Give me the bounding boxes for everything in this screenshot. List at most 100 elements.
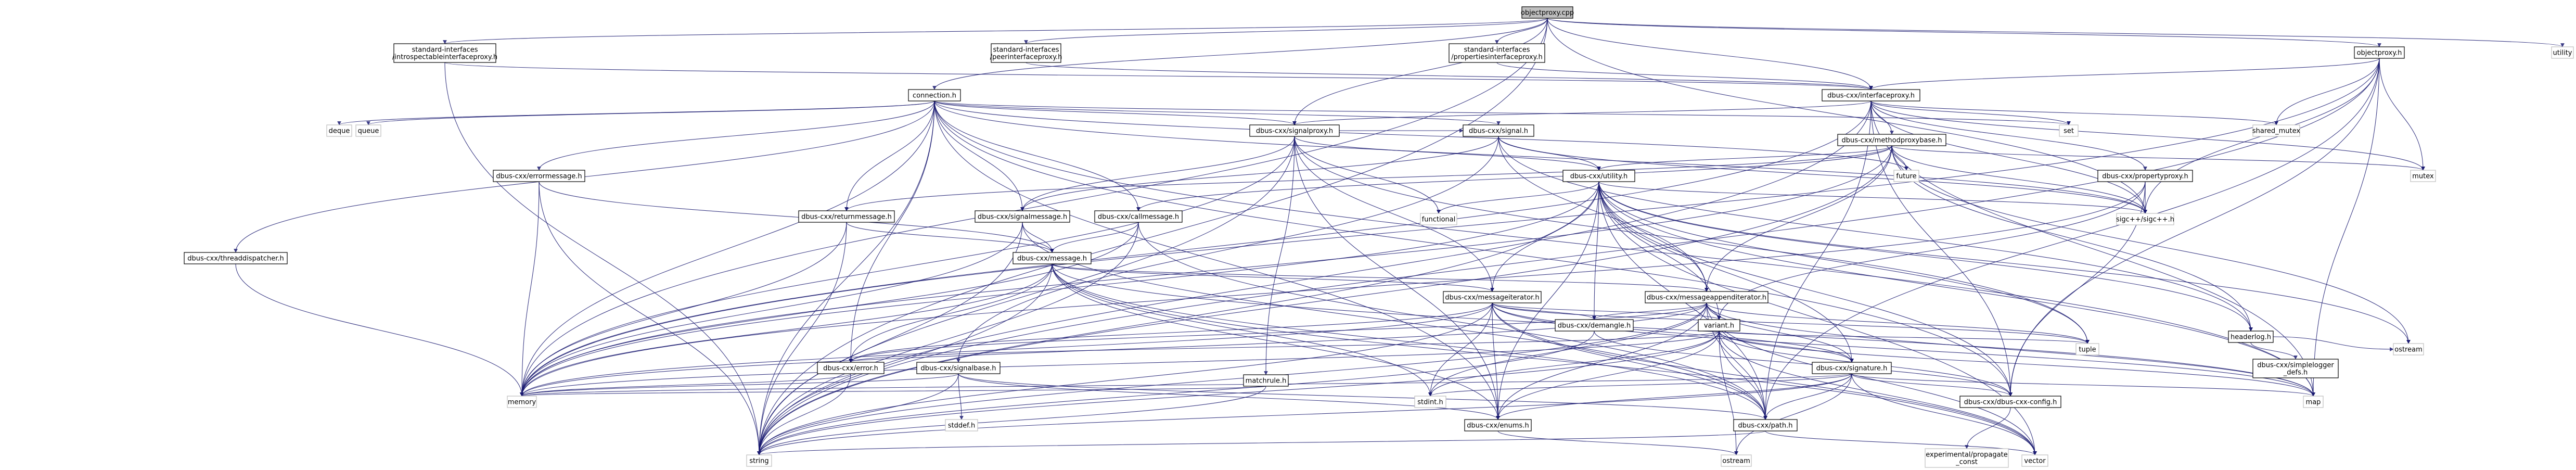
node-box	[1521, 6, 1573, 19]
edge-message-to-enums	[1052, 263, 1500, 420]
edge-variant-to-path	[1719, 331, 1767, 420]
node-callmessage[interactable]: dbus-cxx/callmessage.h	[1094, 210, 1183, 223]
node-label: dbus-cxx/interfaceproxy.h	[1827, 92, 1915, 100]
edge-message-to-memory	[520, 263, 1053, 397]
edge-utility-h-to-messageappenditerator	[1598, 181, 1709, 292]
edge-variant-to-map	[1719, 331, 2315, 397]
edge-signalbase-to-string	[757, 373, 959, 455]
node-properties[interactable]: standard-interfaces/propertiesinterfacep…	[1449, 43, 1545, 63]
node-label: ostream	[1722, 458, 1750, 465]
node-box	[1645, 291, 1768, 303]
edge-errormessage-to-memory	[520, 181, 540, 397]
node-tuple: tuple	[2075, 343, 2099, 355]
edge-root-to-introspectable	[443, 18, 1548, 44]
edge-objectproxy-h-to-string	[757, 58, 2380, 455]
edge-methodproxybase-to-string	[757, 145, 1892, 455]
edge-utility-h-to-memory	[520, 181, 1599, 397]
node-signalproxy[interactable]: dbus-cxx/signalproxy.h	[1249, 124, 1340, 137]
node-box	[1812, 362, 1892, 374]
edge-path-to-string	[757, 430, 1766, 455]
edge-errormessage-to-message	[539, 181, 1054, 253]
edge-signalproxy-to-matchrule	[1264, 136, 1295, 375]
node-simplelogger[interactable]: dbus-cxx/simplelogger_defs.h	[2252, 359, 2339, 378]
edge-signalbase-to-memory	[520, 373, 959, 397]
node-threaddispatcher[interactable]: dbus-cxx/threaddispatcher.h	[184, 252, 288, 264]
node-demangle[interactable]: dbus-cxx/demangle.h	[1555, 319, 1634, 332]
node-label: standard-interfaces	[993, 46, 1059, 54]
node-box	[1094, 210, 1183, 223]
node-signature[interactable]: dbus-cxx/signature.h	[1812, 362, 1892, 374]
node-interfaceproxy[interactable]: dbus-cxx/interfaceproxy.h	[1822, 89, 1920, 101]
node-label: dbus-cxx/errormessage.h	[496, 173, 582, 181]
edge-messageiterator-to-signature	[1492, 302, 1854, 363]
node-label: connection.h	[913, 92, 956, 100]
node-headerlog[interactable]: headerlog.h	[2228, 331, 2274, 343]
edge-messageappenditerator-to-enums	[1496, 302, 1707, 420]
node-objectproxy-h[interactable]: objectproxy.h	[2354, 46, 2405, 59]
edge-root-to-connection	[932, 18, 1548, 90]
edge-connection-to-enums	[934, 100, 1500, 420]
node-box	[2551, 46, 2574, 59]
node-enums[interactable]: dbus-cxx/enums.h	[1464, 419, 1532, 431]
edge-variant-to-memory	[520, 331, 1720, 397]
node-label: deque	[329, 128, 350, 135]
edge-message-to-map	[1052, 263, 2315, 397]
node-box	[2410, 170, 2436, 182]
node-path[interactable]: dbus-cxx/path.h	[1733, 419, 1798, 431]
edge-signalproxy-to-functional	[1294, 136, 1441, 214]
node-label: objectproxy.h	[2357, 49, 2402, 57]
node-messageiterator[interactable]: dbus-cxx/messageiterator.h	[1443, 291, 1542, 303]
node-returnmessage[interactable]: dbus-cxx/returnmessage.h	[798, 210, 895, 223]
edge-callmessage-to-memory	[520, 222, 1139, 397]
node-messageappenditerator[interactable]: dbus-cxx/messageappenditerator.h	[1645, 291, 1768, 303]
edge-layer	[234, 18, 2565, 455]
edge-signalproxy-to-messageiterator	[1294, 136, 1494, 292]
node-connection[interactable]: connection.h	[908, 89, 961, 101]
node-label: dbus-cxx/message.h	[1017, 255, 1087, 263]
edge-root-to-string	[757, 18, 1548, 455]
edge-methodproxybase-to-returnmessage	[844, 145, 1892, 211]
node-memory: memory	[507, 396, 537, 408]
node-label: stdint.h	[1417, 399, 1443, 407]
node-signalbase[interactable]: dbus-cxx/signalbase.h	[916, 362, 1001, 374]
node-introspectable[interactable]: standard-interfaces/introspectableinterf…	[392, 43, 497, 63]
edge-headerlog-to-ostream-top	[2273, 336, 2394, 351]
node-message[interactable]: dbus-cxx/message.h	[1013, 252, 1092, 264]
edge-variant-to-tuple	[1719, 331, 2090, 344]
node-error-h[interactable]: dbus-cxx/error.h	[817, 362, 885, 374]
node-box	[1013, 252, 1092, 264]
node-box	[2097, 170, 2193, 182]
node-box	[326, 124, 352, 137]
node-methodproxybase[interactable]: dbus-cxx/methodproxybase.h	[1837, 134, 1946, 146]
edge-messageiterator-to-error-h	[849, 302, 1493, 363]
node-box	[2252, 124, 2300, 137]
edge-utility-h-to-config	[1598, 181, 2013, 397]
node-label: vector	[2024, 458, 2046, 465]
node-label: matchrule.h	[1246, 377, 1287, 385]
node-signalmessage[interactable]: dbus-cxx/signalmessage.h	[975, 210, 1070, 223]
node-errormessage[interactable]: dbus-cxx/errormessage.h	[493, 170, 585, 182]
node-mutex: mutex	[2410, 170, 2436, 182]
node-config[interactable]: dbus-cxx/dbus-cxx-config.h	[1959, 396, 2061, 408]
node-label: dbus-cxx/signal.h	[1469, 128, 1528, 135]
node-signal-h[interactable]: dbus-cxx/signal.h	[1463, 124, 1534, 137]
node-box	[355, 124, 381, 137]
node-box	[393, 43, 496, 63]
edge-demangle-to-config	[1594, 331, 2013, 397]
edge-headerlog-to-simplelogger	[2250, 342, 2298, 360]
node-functional: functional	[1420, 213, 1457, 225]
edge-interfaceproxy-to-map	[1870, 100, 2315, 397]
node-variant[interactable]: variant.h	[1698, 319, 1740, 332]
node-peer[interactable]: standard-interfaces/peerinterfaceproxy.h	[990, 43, 1062, 63]
node-matchrule[interactable]: matchrule.h	[1243, 374, 1289, 387]
node-utility-h[interactable]: dbus-cxx/utility.h	[1562, 170, 1635, 182]
node-label: _defs.h	[2283, 369, 2308, 377]
node-propertyproxy[interactable]: dbus-cxx/propertyproxy.h	[2097, 170, 2193, 182]
edge-signature-to-memory	[520, 373, 1852, 397]
node-label: standard-interfaces	[1464, 46, 1530, 54]
edge-messageiterator-to-memory	[520, 302, 1493, 397]
edge-connection-to-string	[757, 100, 935, 455]
node-root[interactable]: objectproxy.cpp	[1521, 6, 1574, 19]
node-ostream-top: ostream	[2393, 343, 2424, 355]
edge-connection-to-map	[934, 100, 2315, 397]
